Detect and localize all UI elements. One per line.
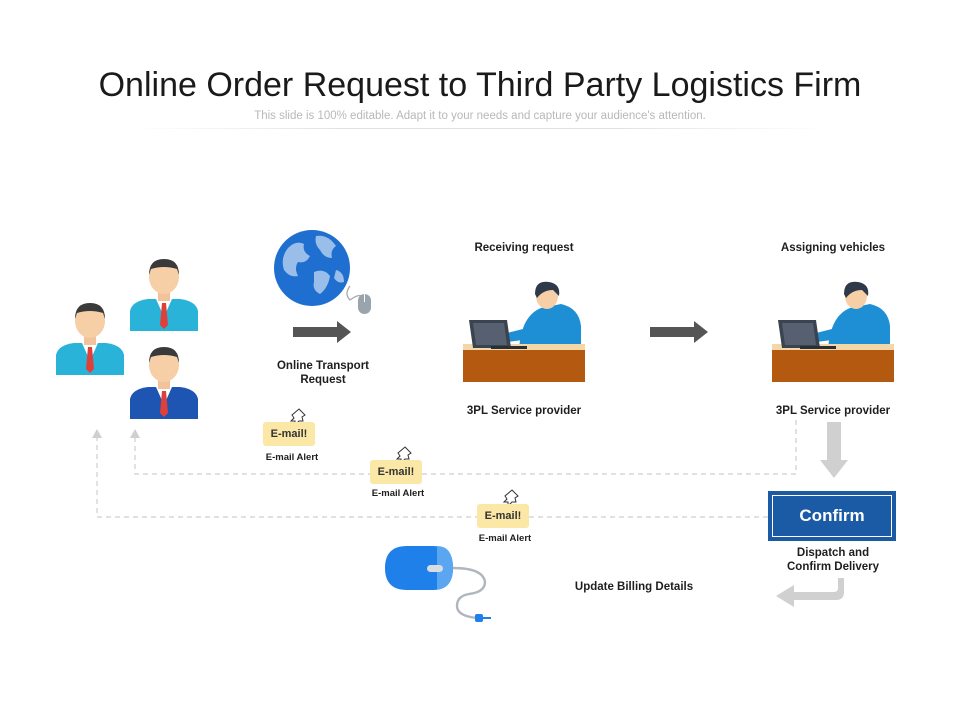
confirm-button[interactable]: Confirm <box>768 491 896 541</box>
service-provider-worker-icon <box>772 281 894 382</box>
right-arrow-icon <box>650 321 708 343</box>
service-provider-worker-icon <box>463 281 585 382</box>
dispatch-confirm-label: Dispatch and Confirm Delivery <box>786 547 880 573</box>
email-alert-badge: E-mail! <box>370 460 422 484</box>
assigning-vehicles-label: Assigning vehicles <box>780 242 886 254</box>
return-arrow-icon <box>776 578 844 607</box>
provider-2-label: 3PL Service provider <box>775 405 891 417</box>
down-arrow-icon <box>820 422 848 478</box>
provider-1-label: 3PL Service provider <box>466 405 582 417</box>
right-arrow-icon <box>293 321 351 343</box>
email-alert-badge: E-mail! <box>263 422 315 446</box>
email-alert-badge: E-mail! <box>477 504 529 528</box>
slide-title: Online Order Request to Third Party Logi… <box>98 66 862 104</box>
online-transport-request-label: Online Transport Request <box>276 360 369 386</box>
customers-group-icon <box>56 259 198 419</box>
receiving-request-label: Receiving request <box>474 242 574 254</box>
email-alert-caption: E-mail Alert <box>265 452 319 463</box>
slide-subtitle: This slide is 100% editable. Adapt it to… <box>254 110 706 122</box>
computer-mouse-icon <box>385 546 491 622</box>
globe-icon <box>274 230 371 314</box>
email-alert-caption: E-mail Alert <box>371 488 425 499</box>
email-alert-caption: E-mail Alert <box>478 533 532 544</box>
title-divider <box>130 128 830 129</box>
update-billing-label: Update Billing Details <box>574 581 694 593</box>
